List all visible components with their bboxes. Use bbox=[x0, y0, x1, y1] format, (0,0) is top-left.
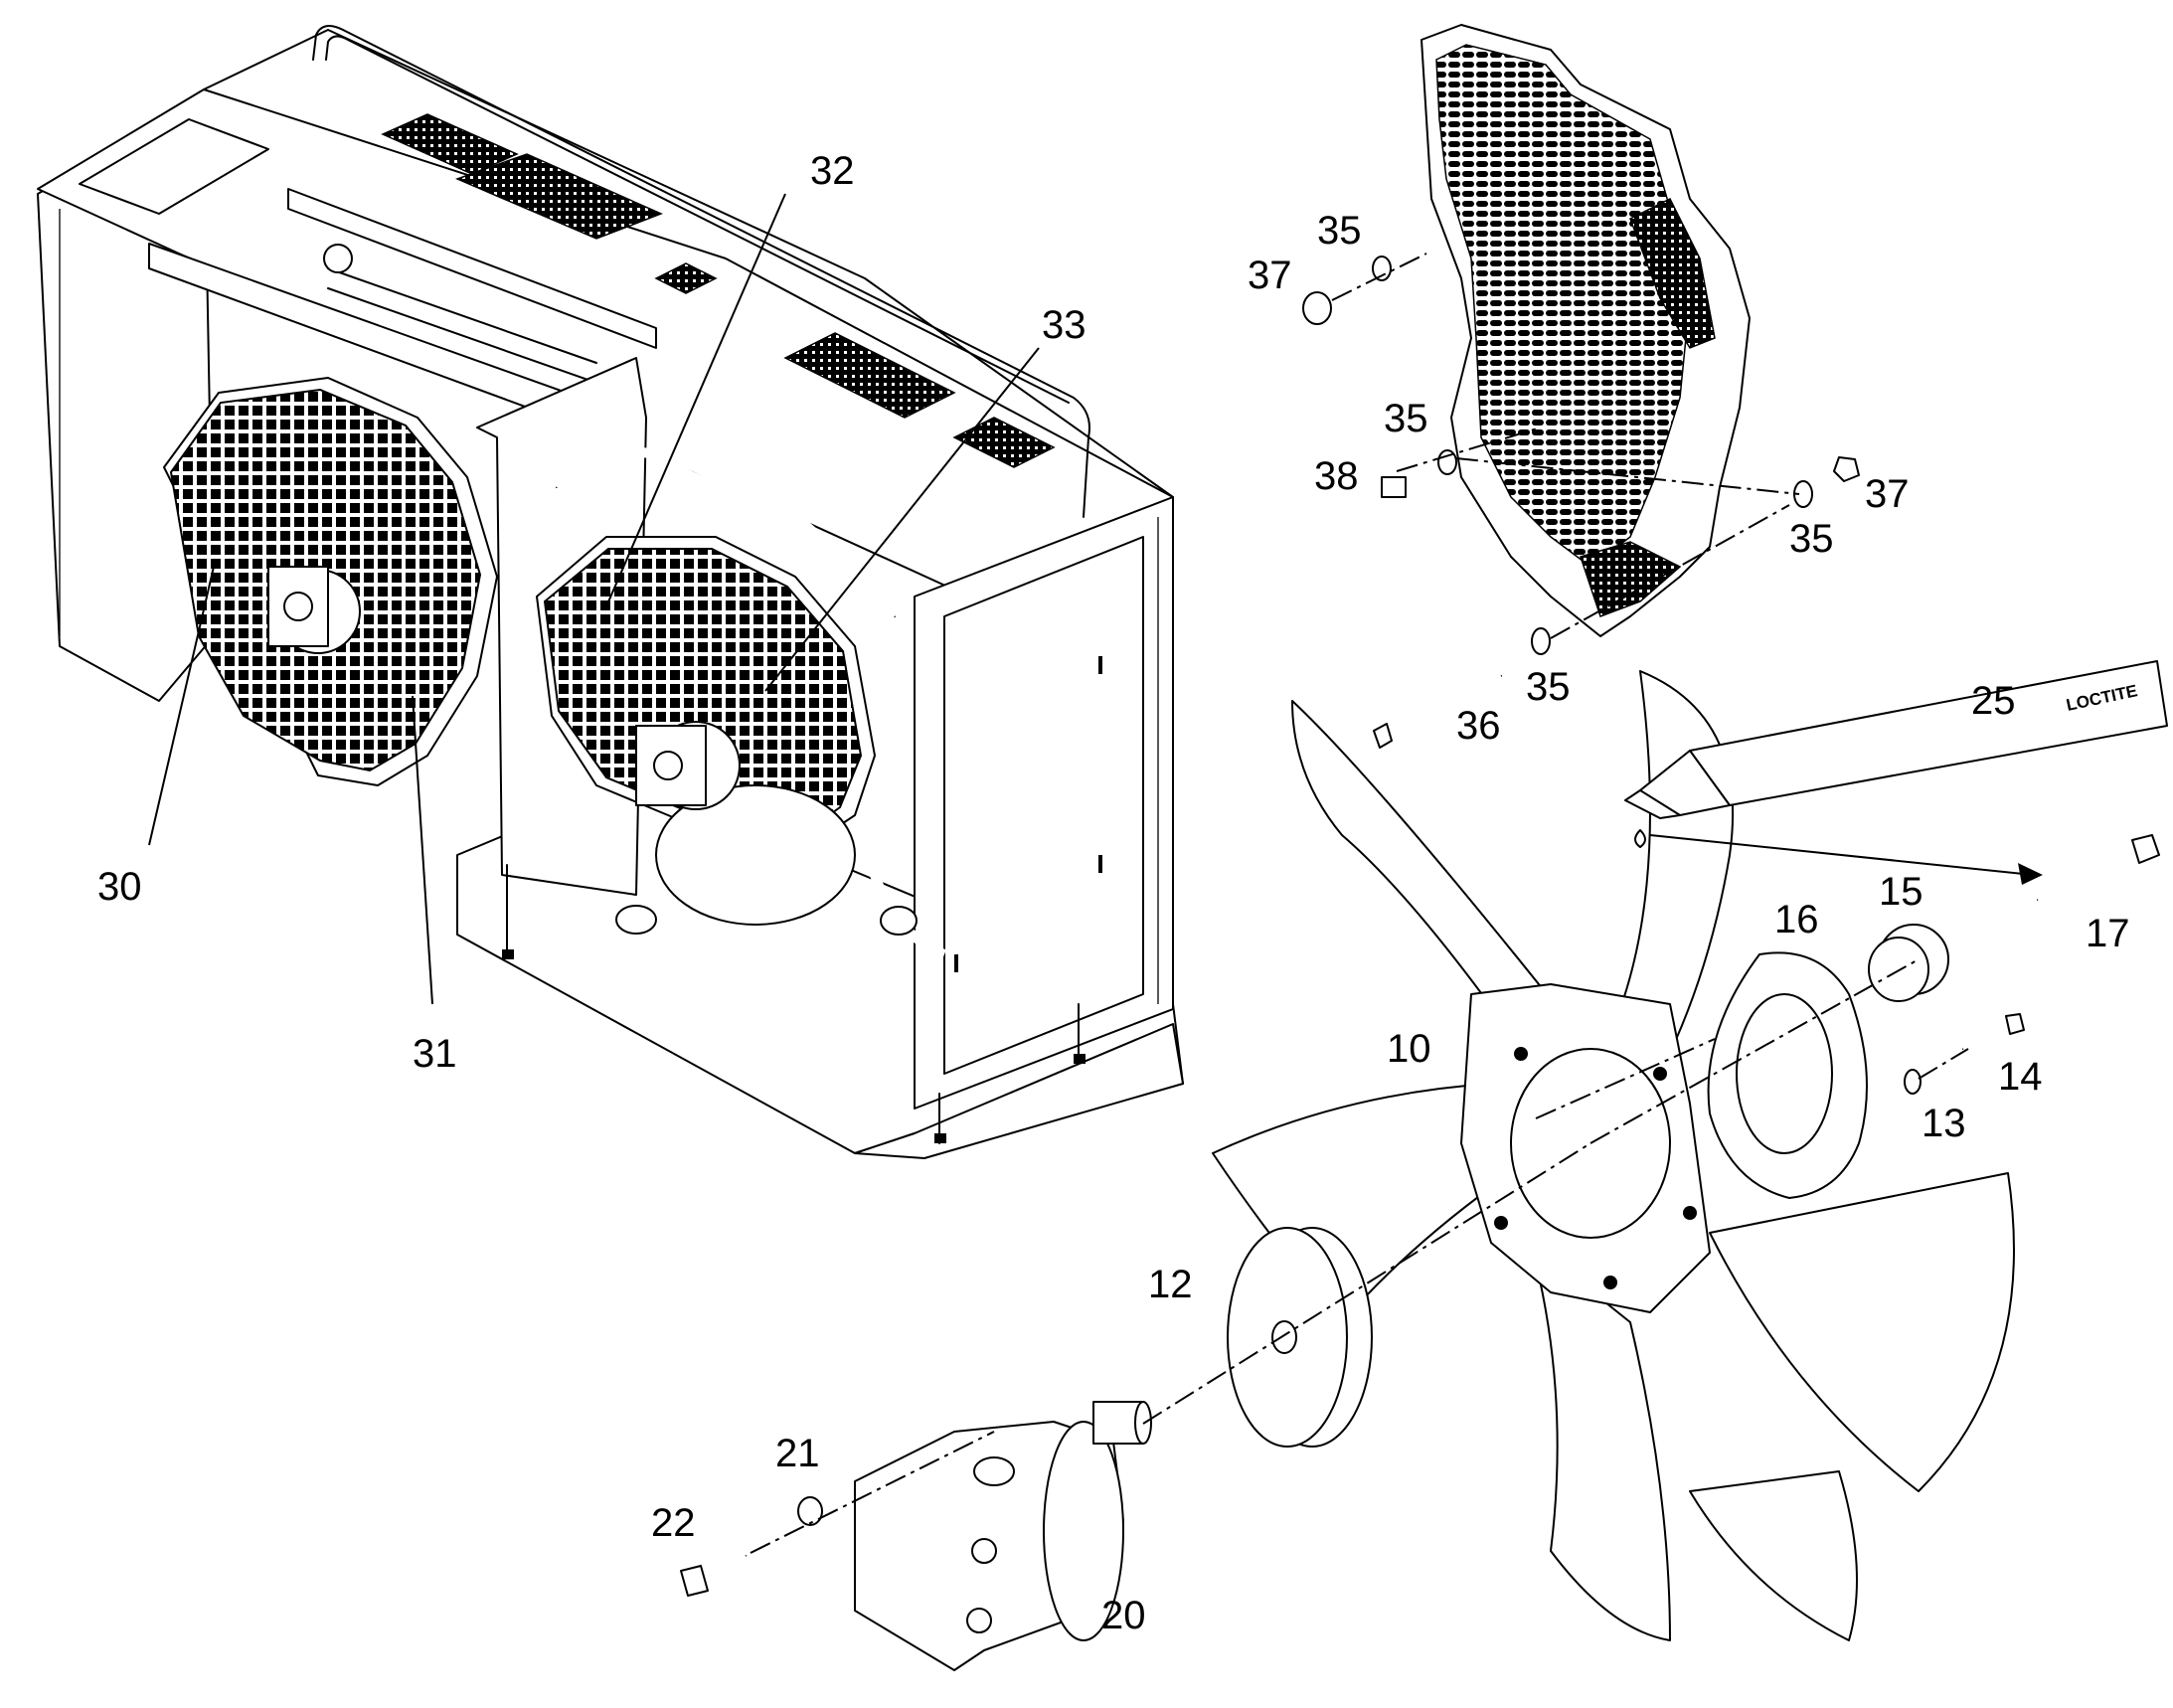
bolt-17 bbox=[2036, 834, 2160, 904]
assembly-axes bbox=[750, 253, 1969, 1554]
ring-plate-16 bbox=[1707, 951, 1868, 1199]
callout-32: 32 bbox=[810, 149, 855, 193]
callout-36: 36 bbox=[1456, 704, 1501, 748]
washer-21 bbox=[797, 1496, 823, 1526]
callout-35-low: 35 bbox=[1526, 665, 1571, 709]
callout-numbers: 32 33 30 31 35 37 35 38 37 35 35 36 25 1… bbox=[97, 149, 2130, 1637]
callout-16: 16 bbox=[1774, 898, 1819, 941]
callout-38: 38 bbox=[1314, 454, 1359, 498]
callout-22: 22 bbox=[651, 1501, 696, 1545]
hydraulic-motor-20 bbox=[854, 1401, 1152, 1671]
callout-33: 33 bbox=[1042, 303, 1086, 347]
callout-31: 31 bbox=[413, 1032, 457, 1076]
callout-10: 10 bbox=[1387, 1027, 1431, 1071]
callout-20: 20 bbox=[1101, 1594, 1146, 1637]
spacer-15 bbox=[1868, 924, 1949, 1002]
callout-13: 13 bbox=[1922, 1102, 1966, 1145]
fan-blade-assembly bbox=[1212, 670, 2015, 1641]
washers-and-nuts bbox=[1302, 256, 1922, 1095]
callout-35-top: 35 bbox=[1317, 209, 1362, 253]
callout-37-right: 37 bbox=[1865, 472, 1910, 516]
callout-12: 12 bbox=[1148, 1263, 1193, 1306]
callout-21: 21 bbox=[775, 1432, 820, 1475]
callout-14: 14 bbox=[1998, 1055, 2043, 1099]
loctite-tube: LOCTITE bbox=[1624, 660, 2168, 848]
callout-35-right: 35 bbox=[1789, 517, 1834, 561]
hub-adapter-12 bbox=[1227, 1227, 1373, 1448]
callout-35-mid: 35 bbox=[1384, 397, 1428, 440]
fan-guard-panel bbox=[1421, 24, 1751, 637]
callout-37-top: 37 bbox=[1248, 254, 1292, 297]
callout-25: 25 bbox=[1971, 679, 2016, 723]
callout-30: 30 bbox=[97, 865, 142, 909]
leader-lines bbox=[148, 193, 1040, 1005]
cooling-unit-assembly bbox=[37, 25, 1184, 1159]
long-bolt-36 bbox=[1373, 674, 1502, 749]
bolt-22 bbox=[680, 1551, 749, 1597]
bolt-14 bbox=[1961, 1013, 2025, 1052]
callout-17: 17 bbox=[2086, 912, 2130, 955]
apply-arrow bbox=[1649, 834, 2043, 885]
callout-15: 15 bbox=[1879, 870, 1923, 914]
